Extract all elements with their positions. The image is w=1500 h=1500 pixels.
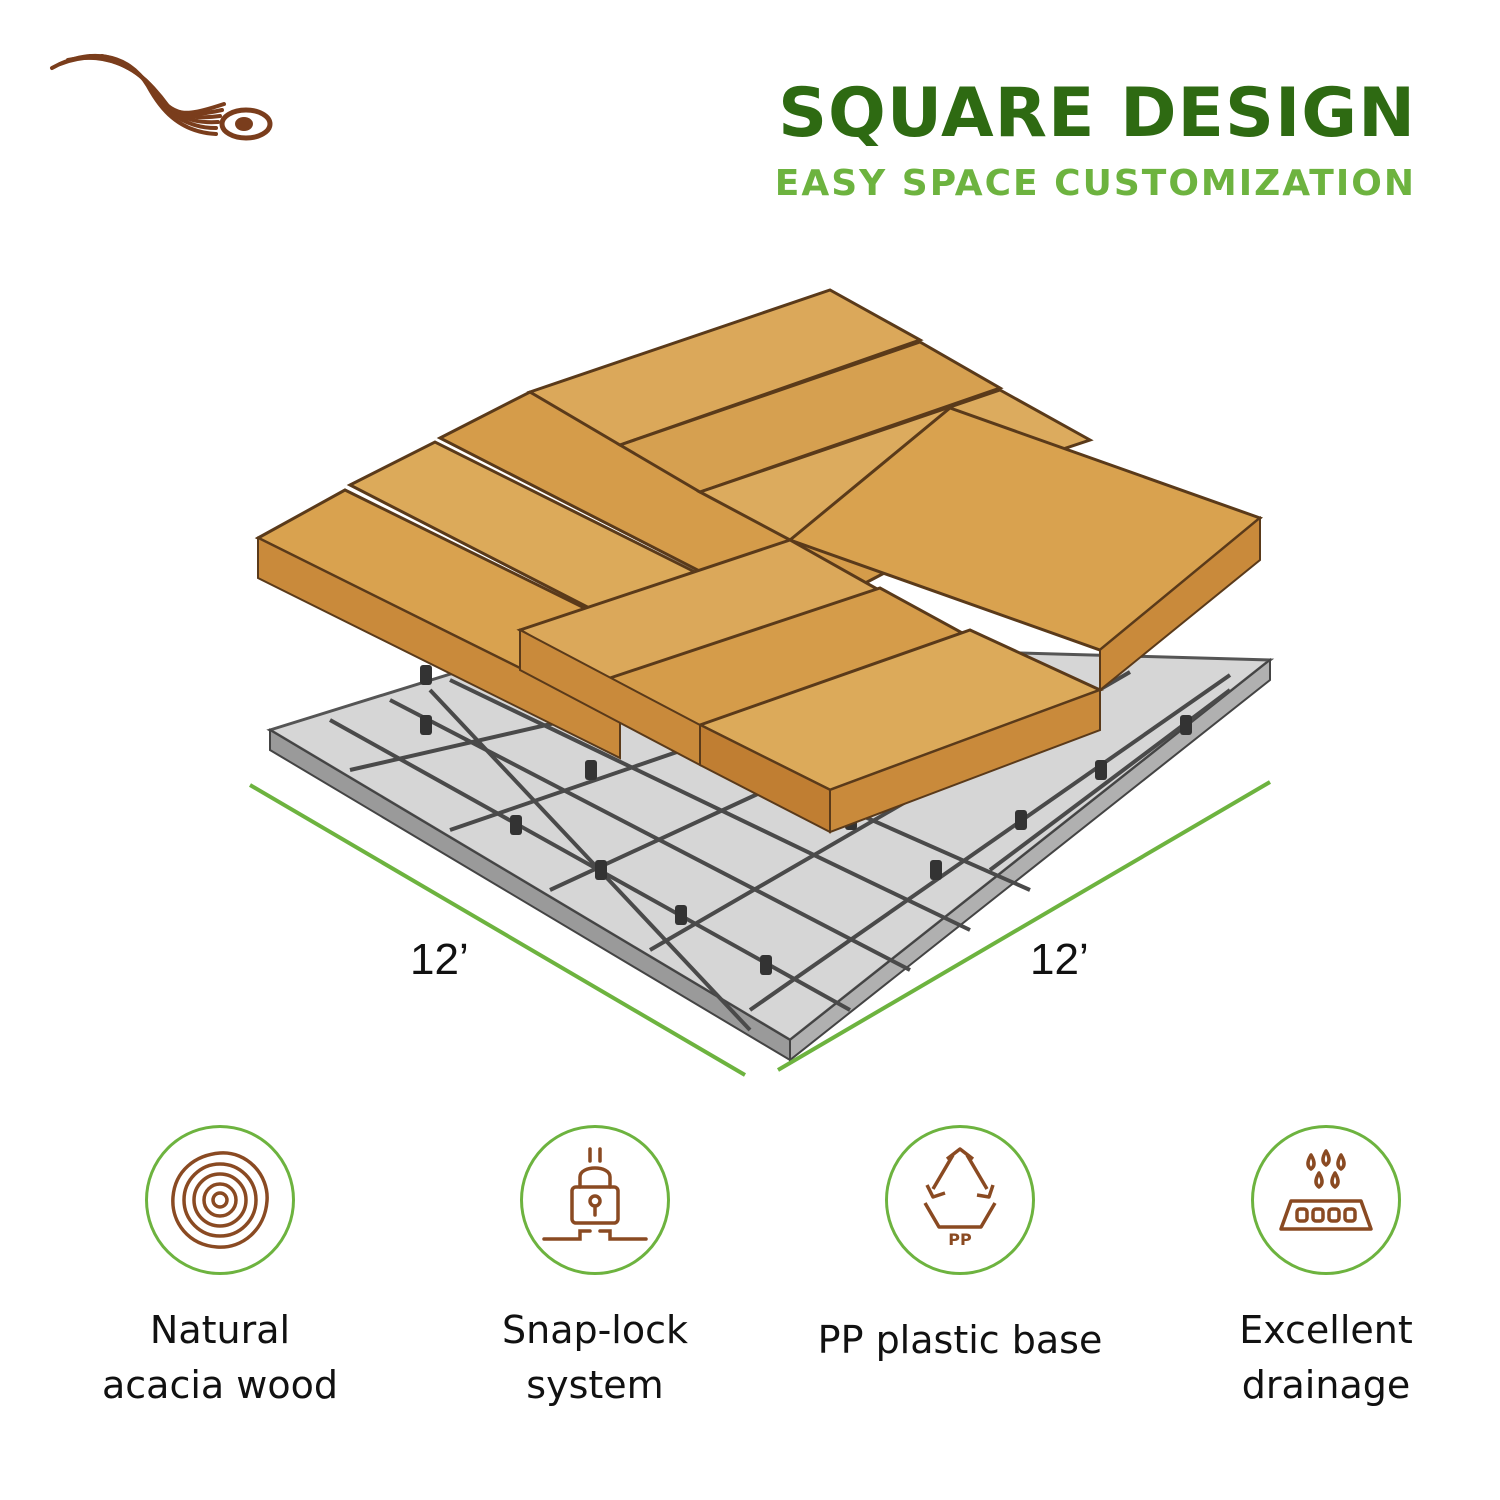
dimension-label-right: 12’ — [1030, 935, 1089, 984]
feature-label: Excellent drainage — [1239, 1308, 1413, 1408]
feature-circle — [520, 1125, 670, 1275]
drainage-icon — [1279, 1149, 1373, 1231]
feature-snap-lock: Snap-lock system — [445, 1125, 745, 1413]
page-title-block: SQUARE DESIGN EASY SPACE CUSTOMIZATION — [775, 80, 1416, 202]
feature-label: Snap-lock system — [501, 1308, 689, 1408]
feature-label: PP plastic base — [817, 1318, 1103, 1362]
feature-row: Natural acacia wood Snap-lock syste — [0, 1125, 1500, 1455]
feature-pp-base: PP PP plastic base — [810, 1125, 1110, 1368]
recycle-pp-icon: PP — [923, 1147, 997, 1249]
feature-circle — [145, 1125, 295, 1275]
brand-logo — [48, 46, 276, 146]
feature-natural-wood: Natural acacia wood — [70, 1125, 370, 1413]
dimension-line-right — [776, 780, 1272, 1072]
deck-tile-drawing — [248, 288, 1275, 1077]
dimension-label-left: 12’ — [410, 935, 469, 984]
page-subtitle: EASY SPACE CUSTOMIZATION — [774, 163, 1416, 204]
padlock-icon — [542, 1147, 648, 1241]
page-title: SQUARE DESIGN — [778, 74, 1416, 153]
product-illustration — [230, 270, 1300, 1090]
wood-rings-icon — [171, 1151, 269, 1249]
feature-drainage: Excellent drainage — [1176, 1125, 1476, 1413]
feature-circle — [1251, 1125, 1401, 1275]
pp-icon-text: PP — [948, 1230, 972, 1249]
wood-swirl-logo-icon — [50, 53, 273, 141]
wood-top — [254, 288, 1263, 834]
feature-circle: PP — [885, 1125, 1035, 1275]
dimension-line-left — [248, 783, 747, 1077]
feature-label: Natural acacia wood — [102, 1308, 338, 1408]
